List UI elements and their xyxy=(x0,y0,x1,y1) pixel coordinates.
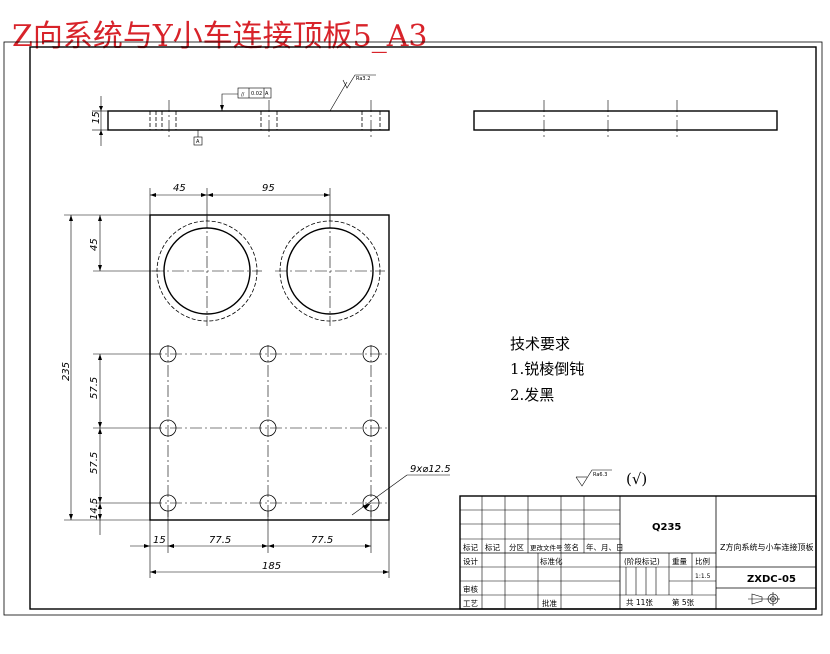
tolerance-datum: A xyxy=(265,91,269,97)
dim-57-5-b: 57.5 xyxy=(89,452,100,474)
tb-header-3: 分区 xyxy=(509,543,524,552)
tb-design: 设计 xyxy=(463,556,478,566)
tb-review: 审核 xyxy=(463,584,478,594)
dim-bottom-77-5-b: 77.5 xyxy=(311,535,333,546)
dim-top-95: 95 xyxy=(262,183,275,194)
tb-header-5: 签名 xyxy=(564,542,579,552)
tech-req-item-1: 1.锐棱倒钝 xyxy=(510,360,584,378)
tb-header-1: 标记 xyxy=(463,542,478,552)
plate-outline xyxy=(149,214,390,521)
projection-symbol xyxy=(748,592,780,606)
inner-frame xyxy=(29,46,817,610)
hole xyxy=(259,419,277,437)
tb-scale-value: 1:1.5 xyxy=(695,573,711,580)
tb-weight-label: 重量 xyxy=(672,557,687,566)
tb-header-2: 标记 xyxy=(485,542,500,552)
hole xyxy=(362,419,380,437)
outer-frame xyxy=(3,41,823,616)
side-view-plate xyxy=(473,110,778,131)
hole xyxy=(259,345,277,363)
side-view-right xyxy=(473,100,778,140)
datum-box xyxy=(193,136,203,146)
tb-drawing-no: ZXDC-05 xyxy=(747,574,796,585)
dim-left-45: 45 xyxy=(89,238,100,251)
tb-part-name: Z方向系统与小车连接顶板 xyxy=(720,542,813,552)
tb-stage-label: (阶段标记) xyxy=(624,556,660,566)
dim-overall-width: 185 xyxy=(262,561,281,572)
hole-callout: 9x⌀12.5 xyxy=(410,464,451,475)
tb-sheets: 共 11张 xyxy=(626,598,653,607)
dim-top-45: 45 xyxy=(173,183,186,194)
tb-approve: 批准 xyxy=(542,598,557,608)
tb-standardize: 标准化 xyxy=(540,556,563,566)
dim-bottom-15: 15 xyxy=(153,535,166,546)
tech-requirements: 技术要求 1.锐棱倒钝 2.发黑 xyxy=(510,335,584,404)
tb-header-4: 更改文件号 xyxy=(530,543,563,552)
surface-finish-value: Ra6.3 xyxy=(593,472,607,478)
hole xyxy=(362,345,380,363)
datum-label: A xyxy=(196,139,200,145)
tolerance-value: 0.02 xyxy=(251,91,262,97)
tolerance-symbol: // xyxy=(241,92,245,98)
tb-process: 工艺 xyxy=(463,599,478,608)
tb-material: Q235 xyxy=(652,522,681,533)
tb-sheet-no: 第 5张 xyxy=(672,597,695,607)
drawing-title: Z向系统与Y小车连接顶板5_A3 xyxy=(12,19,428,54)
dim-57-5-a: 57.5 xyxy=(89,377,100,399)
surface-finish-suffix: (√) xyxy=(626,470,647,488)
tb-header-6: 年、月、日 xyxy=(586,542,624,552)
tech-req-heading: 技术要求 xyxy=(510,335,570,353)
front-view-plate xyxy=(107,110,390,131)
tech-req-item-2: 2.发黑 xyxy=(510,386,554,404)
title-block: 标记 标记 分区 更改文件号 签名 年、月、日 设计 标准化 审核 工艺 批准 … xyxy=(459,495,817,610)
surface-finish-symbol: Ra6.3 (√) xyxy=(575,469,647,488)
roughness-value: Ra3.2 xyxy=(356,76,370,82)
dim-14-5: 14.5 xyxy=(89,498,100,520)
dim-overall-height: 235 xyxy=(61,362,72,381)
plan-view: 45 95 45 235 57.5 57.5 14.5 xyxy=(61,183,451,578)
front-view-left: 15 // 0.02 A A Ra3.2 xyxy=(91,74,390,146)
dim-bottom-77-5-a: 77.5 xyxy=(209,535,231,546)
tb-scale-label: 比例 xyxy=(695,556,710,566)
front-thickness-label: 15 xyxy=(91,111,102,124)
tolerance-frame xyxy=(237,87,272,99)
